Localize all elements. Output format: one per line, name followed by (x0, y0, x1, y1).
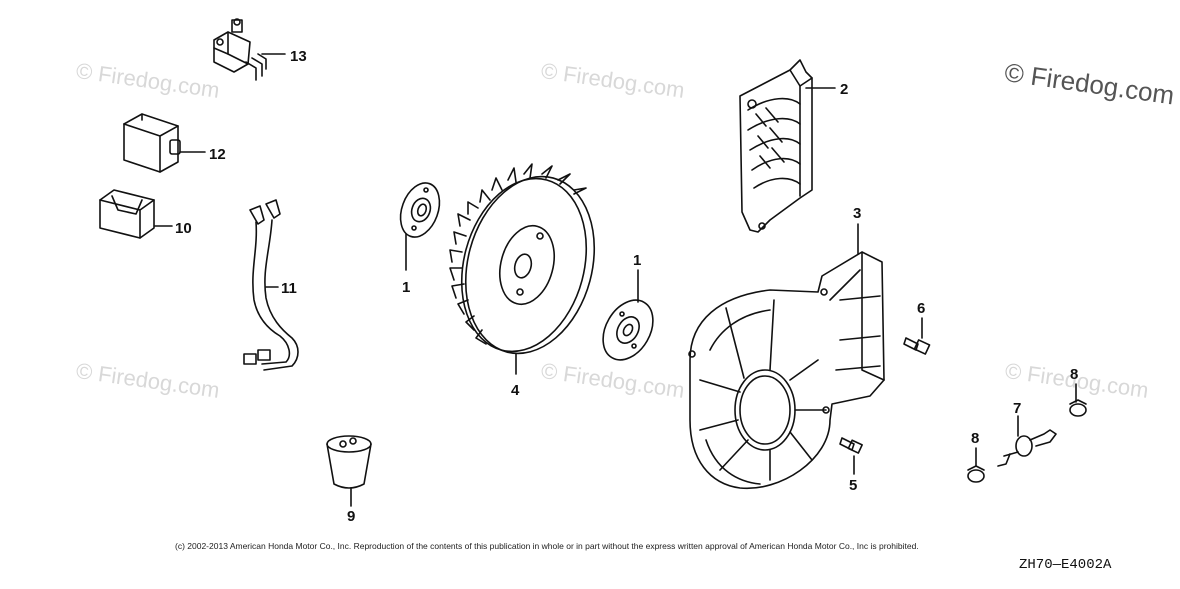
callout-6: 6 (917, 300, 925, 317)
callout-11: 11 (281, 280, 297, 297)
part-2-shroud (739, 59, 836, 233)
callout-5: 5 (849, 477, 857, 494)
part-7-breather (997, 415, 1057, 467)
part-3-fan-cover (688, 223, 885, 490)
part-5-bolt (839, 437, 863, 475)
part-1-washer-upper (399, 182, 441, 271)
callout-1-lower: 1 (633, 252, 641, 269)
callout-7: 7 (1013, 400, 1021, 417)
part-1-washer-lower (602, 269, 654, 361)
part-8-clip-right (1069, 383, 1087, 417)
part-13-switch (213, 18, 286, 81)
callout-4: 4 (511, 382, 520, 399)
part-9-rubber-foot (326, 435, 372, 507)
callout-9: 9 (347, 508, 355, 525)
callout-13: 13 (290, 48, 307, 65)
callout-12: 12 (209, 146, 226, 163)
part-10-cushion (99, 189, 173, 239)
part-4-flywheel (449, 163, 596, 375)
part-6-bolt (903, 317, 931, 355)
callout-3: 3 (853, 205, 861, 222)
part-11-wire (243, 199, 299, 371)
part-12-block (123, 113, 206, 173)
callout-10: 10 (175, 220, 192, 237)
callout-8-right: 8 (1070, 366, 1078, 383)
callout-2: 2 (840, 81, 848, 98)
callout-8-left: 8 (971, 430, 979, 447)
copyright-notice: (c) 2002-2013 American Honda Motor Co., … (175, 541, 919, 551)
callout-1-upper: 1 (402, 279, 410, 296)
part-8-clip-left (967, 447, 985, 483)
diagram-code: ZH70—E4002A (1019, 557, 1112, 573)
